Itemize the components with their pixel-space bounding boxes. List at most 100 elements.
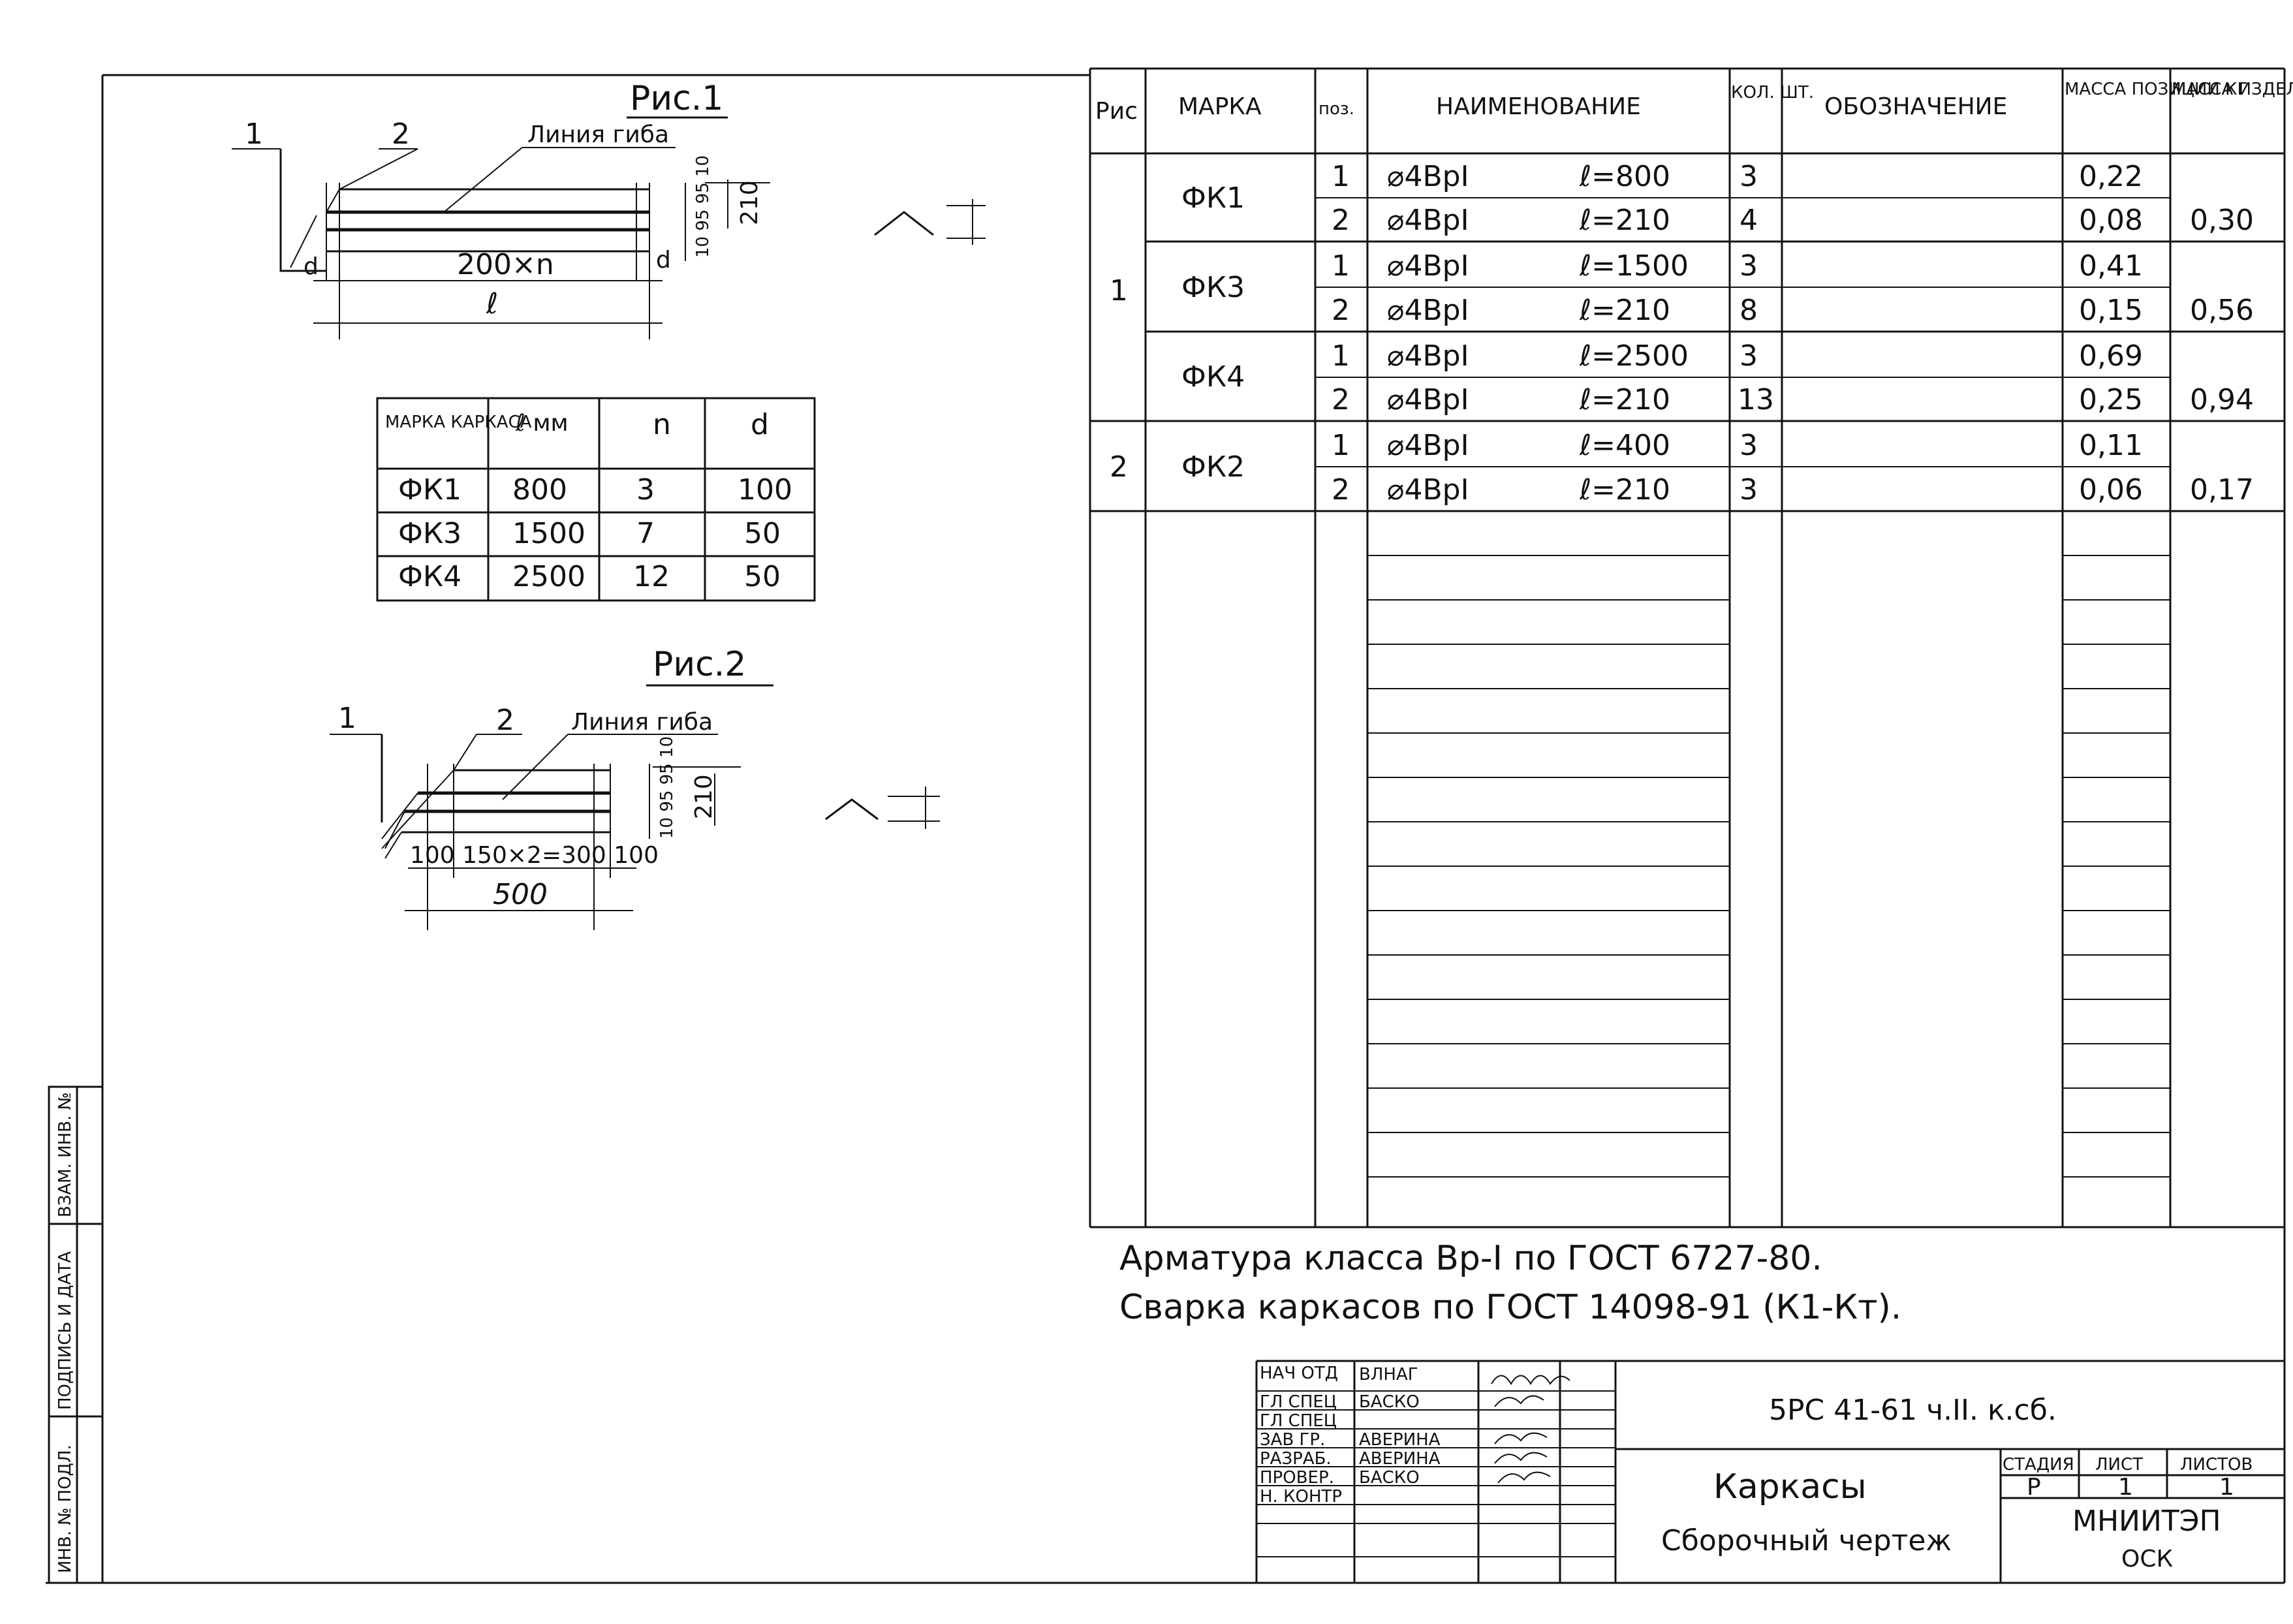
- stamp-header-sheet: ЛИСТ: [2095, 1455, 2143, 1475]
- svg-text:⌀4ВрI: ⌀4ВрI: [1387, 160, 1469, 193]
- table-row: 2 ⌀4ВрI ℓ=210 13 0,25: [1332, 383, 2143, 416]
- spec-header-massa-poz: МАССА ПОЗИЦИИ КГ: [2065, 80, 2247, 99]
- fig2-title: Рис.2: [653, 645, 746, 684]
- signature-marks: [1491, 1375, 1570, 1484]
- fig1-dims-vertical: 10 95 95 10: [693, 155, 713, 258]
- svg-text:1: 1: [1332, 249, 1350, 283]
- svg-text:3: 3: [636, 473, 655, 507]
- fig1-leader-1: 1: [245, 117, 263, 151]
- table-row: 2 ⌀4ВрI ℓ=210 4 0,08: [1332, 204, 2143, 237]
- spec-header-poz: поз.: [1318, 99, 1354, 119]
- svg-text:ФК1: ФК1: [398, 473, 461, 507]
- svg-text:3: 3: [1739, 160, 1758, 193]
- spec-header-kol: КОЛ. ШТ.: [1731, 83, 1814, 102]
- svg-text:ℓ=210: ℓ=210: [1579, 383, 1670, 416]
- podpis-label: ПОДПИСЬ И ДАТА: [55, 1251, 75, 1410]
- small-table-header-d: d: [751, 408, 769, 441]
- svg-text:2: 2: [1332, 204, 1350, 237]
- svg-text:ГЛ СПЕЦ: ГЛ СПЕЦ: [1260, 1411, 1337, 1431]
- fig-num-1: 1: [1110, 274, 1128, 307]
- svg-text:⌀4ВрI: ⌀4ВрI: [1387, 429, 1469, 462]
- svg-text:3: 3: [1739, 473, 1758, 507]
- svg-text:ℓ=210: ℓ=210: [1579, 473, 1670, 507]
- svg-text:РАЗРАБ.: РАЗРАБ.: [1260, 1449, 1332, 1469]
- svg-text:АВЕРИНА: АВЕРИНА: [1359, 1449, 1441, 1469]
- svg-text:ℓ=400: ℓ=400: [1579, 429, 1670, 462]
- fig1-leader-2: 2: [392, 117, 410, 151]
- svg-text:ПРОВЕР.: ПРОВЕР.: [1260, 1468, 1334, 1488]
- svg-text:⌀4ВрI: ⌀4ВрI: [1387, 339, 1469, 373]
- svg-text:1: 1: [1332, 339, 1350, 373]
- svg-text:50: 50: [744, 517, 781, 550]
- table-row: 1 ⌀4ВрI ℓ=800 3 0,22: [1332, 160, 2143, 193]
- stamp-sheet: 1: [2118, 1474, 2133, 1501]
- svg-text:12: 12: [633, 560, 670, 593]
- frame-dimensions-table: МАРКА КАРКАСА ℓ мм n d ФК1 800 3 100 ФК3…: [376, 397, 816, 602]
- fig2-leader-2: 2: [496, 704, 514, 737]
- fig2-dims-vertical: 10 95 95 10: [657, 736, 677, 839]
- fig-num-2: 2: [1110, 450, 1128, 484]
- fig2-bend-label: Линия гиба: [571, 709, 713, 736]
- drawing-title-1: Каркасы: [1713, 1467, 1867, 1507]
- svg-text:ФК3: ФК3: [398, 517, 461, 550]
- group-marka-fk2: ФК2: [1181, 450, 1245, 484]
- svg-text:8: 8: [1739, 294, 1758, 327]
- spec-header-naim: НАИМЕНОВАНИЕ: [1436, 93, 1641, 120]
- fig1-dim-d-right: d: [656, 247, 671, 273]
- svg-text:Н. КОНТР: Н. КОНТР: [1260, 1487, 1342, 1507]
- svg-text:0,69: 0,69: [2079, 339, 2143, 373]
- svg-text:⌀4ВрI: ⌀4ВрI: [1387, 294, 1469, 327]
- group-marka-fk3: ФК3: [1181, 271, 1245, 304]
- group-total-fk1: 0,30: [2190, 204, 2254, 237]
- note-1: Арматура класса Вр-I по ГОСТ 6727-80.: [1119, 1239, 1822, 1278]
- svg-text:2500: 2500: [512, 560, 585, 593]
- stamp-header-sheets: ЛИСТОВ: [2180, 1455, 2253, 1475]
- svg-text:⌀4ВрI: ⌀4ВрI: [1387, 383, 1469, 416]
- svg-text:ℓ=800: ℓ=800: [1579, 160, 1670, 193]
- svg-text:0,41: 0,41: [2079, 249, 2143, 283]
- svg-text:13: 13: [1738, 383, 1774, 416]
- svg-text:0,08: 0,08: [2079, 204, 2143, 237]
- stamp-sheets: 1: [2219, 1474, 2234, 1501]
- fig1-bend-label: Линия гиба: [527, 121, 669, 148]
- svg-text:50: 50: [744, 560, 781, 593]
- svg-text:7: 7: [636, 517, 655, 550]
- svg-text:2: 2: [1332, 383, 1350, 416]
- group-total-fk4: 0,94: [2190, 383, 2254, 416]
- svg-text:3: 3: [1739, 429, 1758, 462]
- spec-header-oboz: ОБОЗНАЧЕНИЕ: [1824, 93, 2007, 120]
- empty-rows: [1367, 555, 2170, 1178]
- spec-header-massa-izd: МАССА ИЗДЕЛИЯ, КГ: [2172, 80, 2293, 99]
- group-total-fk3: 0,56: [2190, 294, 2254, 327]
- fig1-dim-d-left: d: [304, 253, 319, 280]
- specification-table: Рис МАРКА поз. НАИМЕНОВАНИЕ КОЛ. ШТ. ОБО…: [1089, 67, 2293, 1228]
- svg-text:ℓ=210: ℓ=210: [1579, 204, 1670, 237]
- svg-text:⌀4ВрI: ⌀4ВрI: [1387, 473, 1469, 507]
- svg-text:0,06: 0,06: [2079, 473, 2143, 507]
- svg-text:НАЧ ОТД: НАЧ ОТД: [1260, 1364, 1338, 1383]
- table-row: 1 ⌀4ВрI ℓ=1500 3 0,41: [1332, 249, 2143, 283]
- svg-text:ФК4: ФК4: [398, 560, 461, 593]
- svg-text:ГЛ СПЕЦ: ГЛ СПЕЦ: [1260, 1392, 1337, 1412]
- svg-text:3: 3: [1739, 249, 1758, 283]
- svg-text:ℓ=210: ℓ=210: [1579, 294, 1670, 327]
- inv-podl-label: ИНВ. № ПОДЛ.: [55, 1444, 75, 1573]
- vzam-label: ВЗАМ. ИНВ. №: [55, 1092, 75, 1217]
- svg-text:4: 4: [1739, 204, 1758, 237]
- svg-text:3: 3: [1739, 339, 1758, 373]
- svg-text:800: 800: [512, 473, 567, 507]
- table-row: 1 ⌀4ВрI ℓ=400 3 0,11: [1332, 429, 2143, 462]
- table-row: ФК3 1500 7 50: [398, 517, 781, 550]
- svg-text:ВЛНАГ: ВЛНАГ: [1359, 1365, 1418, 1384]
- spec-header-marka: МАРКА: [1178, 93, 1262, 120]
- svg-text:⌀4ВрI: ⌀4ВрI: [1387, 204, 1469, 237]
- svg-text:1500: 1500: [512, 517, 585, 550]
- svg-text:0,15: 0,15: [2079, 294, 2143, 327]
- table-row: ФК4 2500 12 50: [398, 560, 781, 593]
- small-table-header-n: n: [653, 408, 671, 441]
- svg-text:АВЕРИНА: АВЕРИНА: [1359, 1430, 1441, 1450]
- fig1-dim-spacing: 200×n: [457, 248, 554, 281]
- svg-text:ℓ=1500: ℓ=1500: [1579, 249, 1689, 283]
- fig1-dim-210: 210: [736, 180, 763, 225]
